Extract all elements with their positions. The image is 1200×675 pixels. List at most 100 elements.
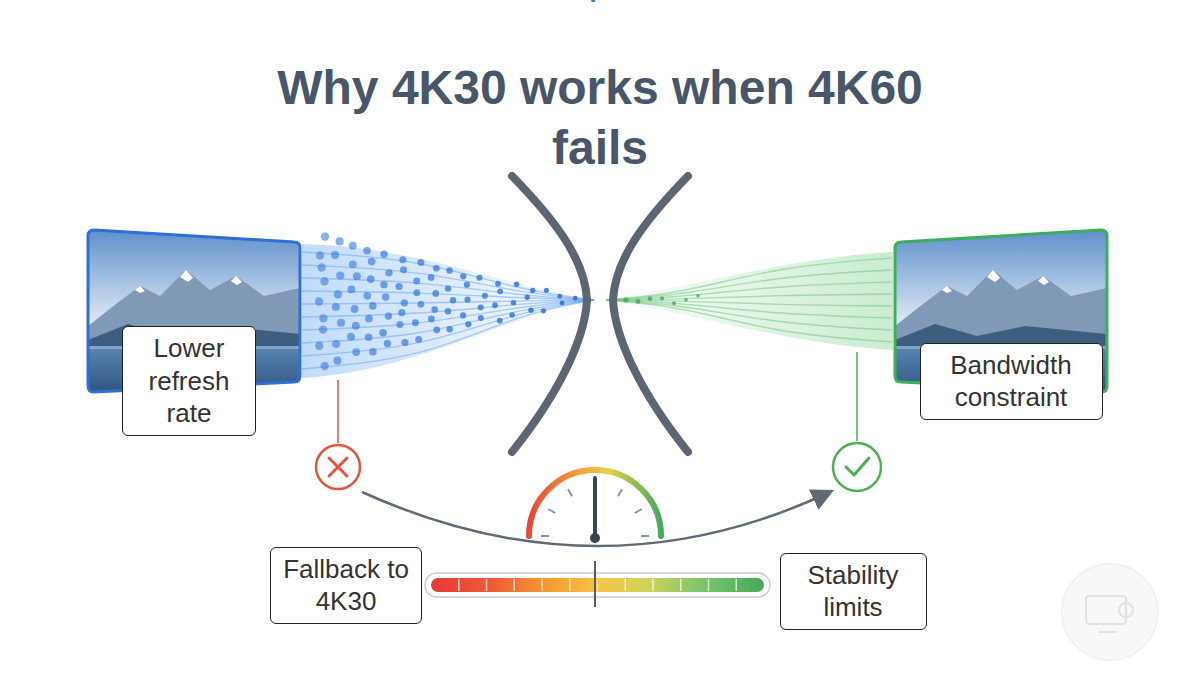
data-dot <box>495 281 501 287</box>
data-dot <box>385 269 392 276</box>
bar-segment <box>541 579 543 591</box>
data-dot <box>320 277 328 285</box>
data-dot <box>315 297 323 305</box>
data-dot <box>385 312 392 319</box>
data-dot <box>672 301 676 305</box>
data-dot <box>544 288 549 293</box>
data-dot <box>460 312 466 318</box>
data-dot <box>379 329 386 336</box>
data-dot <box>428 316 435 323</box>
data-dot <box>369 302 377 310</box>
gauge <box>529 470 661 543</box>
data-dot <box>315 342 323 350</box>
data-dot <box>530 288 535 293</box>
data-dot <box>413 277 420 284</box>
stream-line <box>302 300 594 369</box>
stream-line <box>606 294 892 300</box>
data-dot <box>332 303 340 311</box>
stream-line <box>606 300 892 342</box>
label-box: Lower refresh rate <box>122 326 256 436</box>
data-dot <box>450 297 456 303</box>
data-dot <box>573 296 578 301</box>
bar-segment <box>708 579 710 591</box>
data-dot <box>364 292 372 300</box>
data-dot <box>684 298 688 302</box>
data-dot <box>591 0 595 2</box>
data-dot <box>492 302 498 308</box>
bar-segment <box>652 579 654 591</box>
data-dot <box>445 308 451 314</box>
blue-stream <box>302 244 596 378</box>
gauge-tick <box>568 489 572 496</box>
bar-segment <box>736 579 738 591</box>
data-dot <box>349 260 357 268</box>
green-leader <box>856 352 858 441</box>
data-dot <box>334 290 342 298</box>
red-leader <box>337 380 339 443</box>
stream-line <box>606 282 892 300</box>
data-dot <box>509 312 515 318</box>
data-dot <box>400 266 407 273</box>
data-dot <box>349 242 357 250</box>
data-dot <box>417 301 424 308</box>
bottleneck-curve <box>512 176 587 452</box>
stream-line <box>302 300 594 343</box>
bar-segment <box>514 579 516 591</box>
gauge-tick <box>541 535 549 537</box>
bar-segment <box>680 579 682 591</box>
data-dot <box>445 285 451 291</box>
data-dot <box>317 263 325 271</box>
stability-bar <box>425 561 770 607</box>
blue-dots <box>315 0 595 370</box>
data-dot <box>528 308 533 313</box>
data-dot <box>660 296 664 300</box>
data-dot <box>398 309 405 316</box>
green-dots <box>623 294 699 305</box>
data-dot <box>367 275 375 283</box>
data-dot <box>464 297 470 303</box>
data-dot <box>696 294 699 297</box>
data-dot <box>465 321 471 327</box>
data-dot <box>365 333 373 341</box>
data-dot <box>417 259 424 266</box>
stream-line <box>302 278 594 300</box>
data-dot <box>384 340 391 347</box>
data-dot <box>401 339 408 346</box>
data-dot <box>433 265 440 272</box>
data-dot <box>428 274 435 281</box>
data-dot <box>352 322 360 330</box>
data-dot <box>447 326 453 332</box>
stream-line <box>302 252 594 300</box>
data-dot <box>415 336 422 343</box>
bar-segment <box>569 579 571 591</box>
fail-icon <box>316 445 360 489</box>
data-dot <box>446 267 452 273</box>
data-dot <box>333 357 341 365</box>
data-dot <box>351 305 359 313</box>
bar-segment <box>625 579 627 591</box>
data-dot <box>476 275 482 281</box>
data-dot <box>478 315 484 321</box>
data-dot <box>319 314 327 322</box>
data-dot <box>514 282 520 288</box>
stream-line <box>302 300 594 330</box>
data-dot <box>560 300 565 305</box>
data-dot <box>460 273 466 279</box>
label-text: Bandwidth constraint <box>931 349 1092 414</box>
data-dot <box>336 271 344 279</box>
data-dot <box>399 256 406 263</box>
data-dot <box>380 251 387 258</box>
data-dot <box>432 290 439 297</box>
data-dot <box>336 237 344 245</box>
stream-line <box>606 270 892 300</box>
data-dot <box>347 285 355 293</box>
bar-segment <box>458 579 460 591</box>
data-dot <box>478 304 484 310</box>
label-box: Bandwidth constraint <box>920 343 1103 420</box>
ok-icon <box>833 443 881 491</box>
green-stream <box>604 252 893 350</box>
data-dot <box>319 325 327 333</box>
data-dot <box>331 251 339 259</box>
data-dot <box>557 294 562 299</box>
data-dot <box>396 321 403 328</box>
